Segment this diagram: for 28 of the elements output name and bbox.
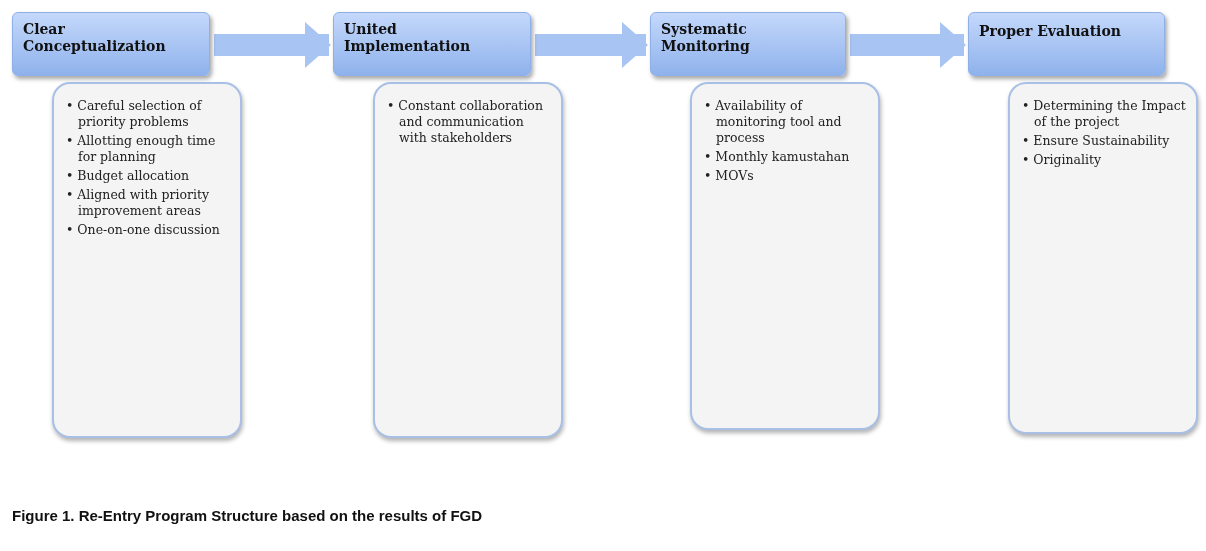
figure-caption: Figure 1. Re-Entry Program Structure based on the results of FGD (12, 507, 483, 524)
step-title: Proper Evaluation (979, 23, 1121, 40)
block-arrow (850, 22, 966, 68)
step-heading-box (650, 12, 846, 76)
bullet-item: • Careful selection of priority problems (66, 98, 203, 130)
block-arrow (214, 22, 331, 68)
bullet-item: • Monthly kamustahan (704, 149, 851, 165)
step-heading-box (333, 12, 531, 76)
bullet-item: • MOVs (704, 168, 755, 184)
bullet-item: • Originality (1022, 152, 1103, 168)
bullet-item: • Ensure Sustainability (1022, 133, 1171, 149)
step-heading-box (968, 12, 1165, 76)
block-arrow (535, 22, 648, 68)
step-detail-card (52, 82, 242, 438)
step-detail-card (373, 82, 563, 438)
step-detail-card (690, 82, 880, 430)
step-heading-box (12, 12, 210, 76)
bullet-item: • Aligned with priority improvement areas (66, 187, 211, 219)
bullet-item: • One-on-one discussion (66, 222, 221, 238)
bullet-item: • Constant collaboration and communication with stakeholders (387, 98, 544, 146)
bullet-item: • Determining the Impact of the project (1022, 98, 1187, 130)
step-title: Systematic Monitoring (661, 21, 751, 55)
step-detail-card (1008, 82, 1198, 434)
bullet-item: • Allotting enough time for planning (66, 133, 217, 165)
bullet-item: • Budget allocation (66, 168, 190, 184)
step-title: United Implementation (344, 21, 472, 55)
step-title: Clear Conceptualization (23, 21, 167, 55)
bullet-item: • Availability of monitoring tool and process (704, 98, 843, 146)
